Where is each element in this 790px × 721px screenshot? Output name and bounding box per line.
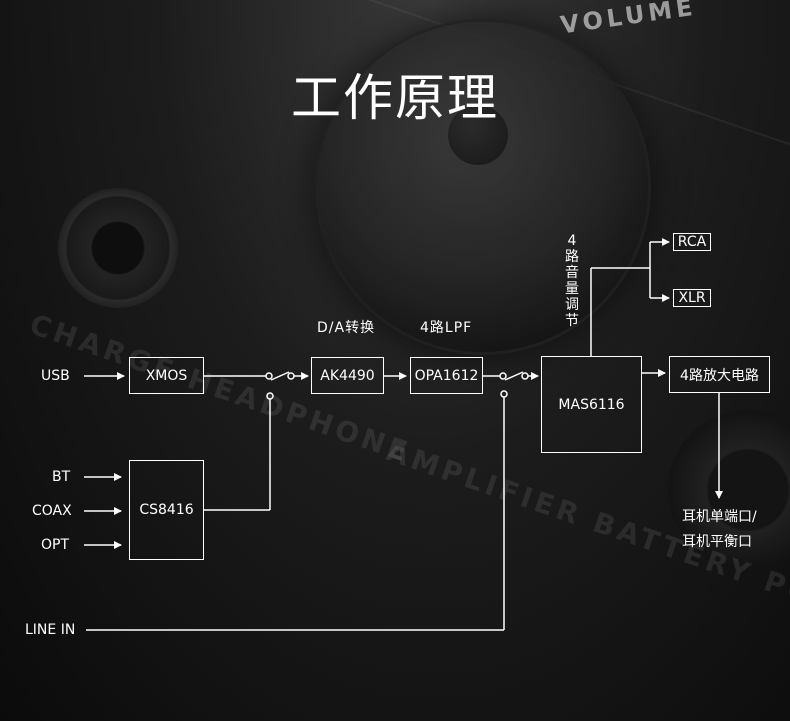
ak4490-block: AK4490	[311, 357, 384, 394]
switch2-blade	[504, 371, 524, 381]
input-line-in: LINE IN	[25, 622, 76, 638]
input-usb: USB	[41, 368, 70, 384]
switch1-contact-b	[266, 392, 274, 400]
mas6116-block: MAS6116	[541, 356, 642, 453]
switch1-pivot	[287, 372, 295, 380]
da-caption: D/A转换	[317, 320, 376, 336]
switch2-pivot	[521, 372, 529, 380]
lpf-caption: 4路LPF	[420, 320, 473, 336]
headphone-output-line1: 耳机单端口/	[682, 509, 757, 525]
input-bt: BT	[52, 469, 71, 485]
headphone-output-line2: 耳机平衡口	[682, 534, 752, 550]
input-coax: COAX	[32, 503, 72, 519]
xmos-block: XMOS	[129, 357, 204, 394]
page-title: 工作原理	[291, 69, 499, 127]
cs8416-block: CS8416	[129, 460, 204, 560]
opa1612-block: OPA1612	[410, 357, 483, 394]
switch1-contact-a	[265, 372, 273, 380]
xlr-output: XLR	[673, 289, 711, 307]
rca-output: RCA	[673, 233, 711, 251]
switch2-contact-a	[499, 372, 507, 380]
switch2-contact-b	[500, 390, 508, 398]
input-opt: OPT	[41, 537, 70, 553]
volume-caption: 4路音量调节	[565, 233, 579, 329]
amp-block: 4路放大电路	[669, 356, 770, 393]
switch1-blade	[270, 371, 290, 381]
